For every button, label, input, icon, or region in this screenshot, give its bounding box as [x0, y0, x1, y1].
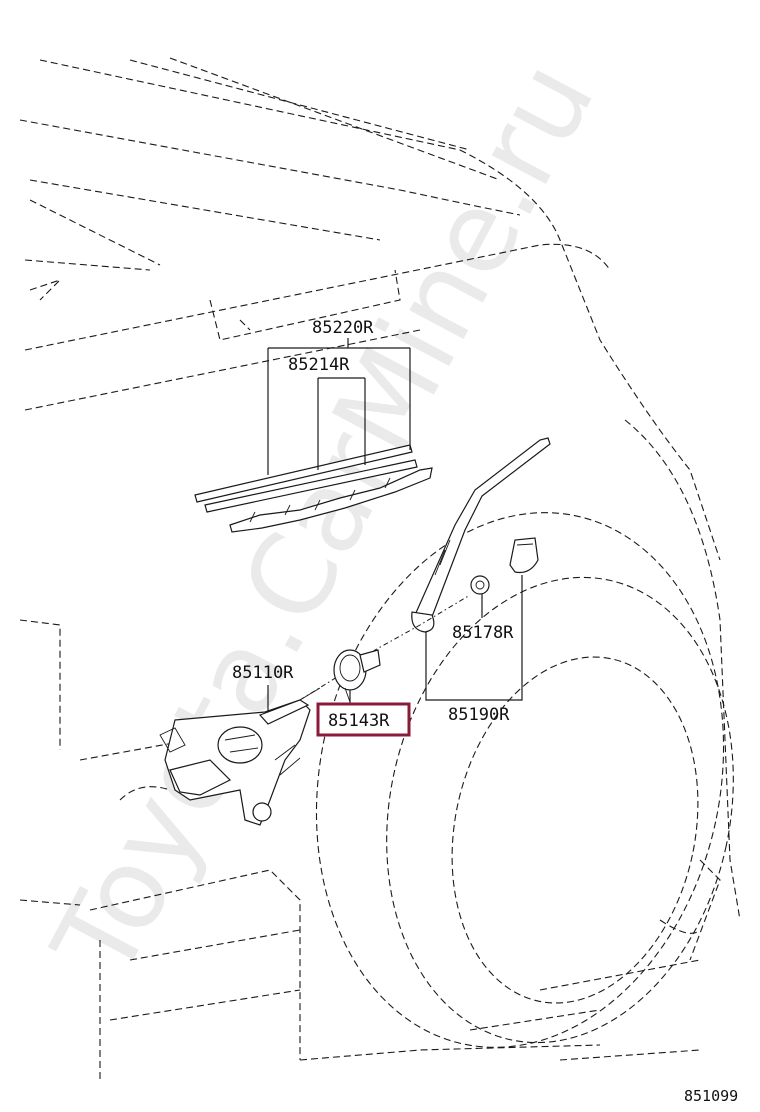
label-85110r[interactable]: 85110R	[232, 663, 294, 683]
diagram-code: 851099	[684, 1087, 738, 1105]
label-85143r[interactable]: 85143R	[328, 711, 390, 731]
label-85214r[interactable]: 85214R	[288, 355, 350, 375]
label-85190r[interactable]: 85190R	[448, 705, 510, 725]
watermark: Toyota.CarMine.ru	[29, 41, 620, 998]
label-85220r[interactable]: 85220R	[312, 318, 374, 338]
spare-tire	[315, 512, 734, 1048]
arm-cap	[509, 537, 539, 574]
vehicle-body-outline	[19, 57, 741, 1080]
arm-nut	[470, 575, 490, 595]
leader-lines	[267, 338, 523, 712]
wiper-motor	[159, 687, 321, 826]
label-85178r[interactable]: 85178R	[452, 623, 514, 643]
wiper-arm	[411, 437, 551, 633]
assembly-axis	[299, 594, 471, 701]
wiper-blade	[194, 444, 433, 533]
highlight-box-85143r	[316, 702, 411, 737]
pivot-grommet	[333, 649, 381, 703]
